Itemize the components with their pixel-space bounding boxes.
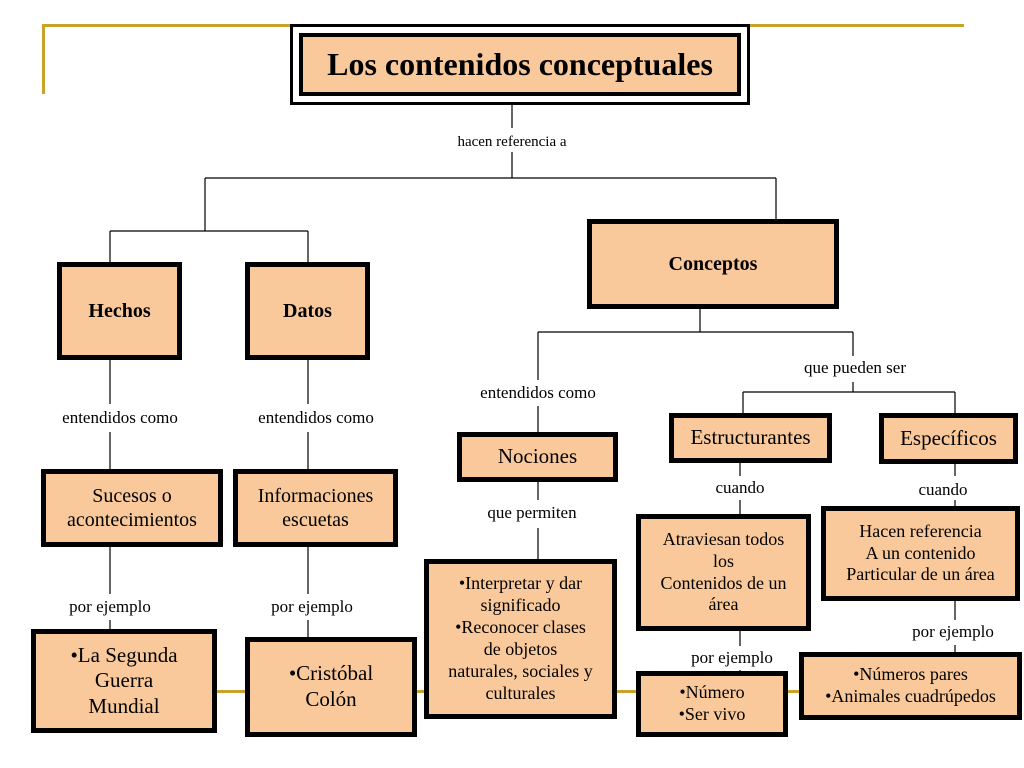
node-nociones-permiten-line-6: culturales: [485, 682, 556, 703]
node-ejemplo-especificos: •Números pares •Animales cuadrúpedos: [799, 652, 1022, 720]
node-informaciones-line-1: Informaciones: [257, 484, 374, 507]
node-sucesos-line-1: Sucesos o: [92, 484, 172, 507]
node-estructurantes: Estructurantes: [669, 413, 832, 463]
node-atraviesan-line-3: Contenidos de un: [660, 572, 787, 593]
node-atraviesan-line-2: los: [712, 550, 734, 571]
link-por-ejemplo-estructurantes: por ejemplo: [690, 648, 774, 668]
link-entendidos-conceptos: entendidos como: [479, 383, 597, 403]
title-box: Los contenidos conceptuales: [290, 24, 750, 105]
link-entendidos-hechos: entendidos como: [61, 408, 179, 428]
node-ejemplo-estructurantes: •Número •Ser vivo: [636, 671, 788, 737]
node-datos-label: Datos: [283, 299, 332, 322]
node-nociones-permiten-line-3: •Reconocer clases: [455, 617, 586, 638]
node-conceptos-label: Conceptos: [668, 252, 758, 275]
node-nociones-permiten-line-1: •Interpretar y dar: [458, 573, 583, 594]
title-inner: Los contenidos conceptuales: [299, 33, 741, 96]
node-hechos-label: Hechos: [88, 299, 151, 322]
node-nociones-permiten: •Interpretar y dar significado •Reconoce…: [424, 559, 617, 719]
link-hacen-referencia: hacen referencia a: [456, 134, 568, 151]
node-ejemplo-estructurantes-line-1: •Número: [679, 682, 745, 703]
node-sucesos: Sucesos o acontecimientos: [41, 469, 223, 547]
node-ejemplo-estructurantes-line-2: •Ser vivo: [678, 704, 746, 724]
node-ejemplo-datos-line-1: •Cristóbal: [288, 661, 374, 686]
node-informaciones: Informaciones escuetas: [233, 469, 398, 547]
link-cuando-estructurantes: cuando: [714, 478, 766, 498]
node-ejemplo-hechos: •La Segunda Guerra Mundial: [31, 629, 217, 733]
node-especificos: Específicos: [879, 413, 1018, 464]
link-por-ejemplo-especificos: por ejemplo: [911, 622, 995, 642]
node-nociones-permiten-line-5: naturales, sociales y: [448, 660, 593, 681]
decorative-left-line: [42, 24, 45, 94]
node-datos: Datos: [245, 262, 370, 360]
node-especificos-label: Específicos: [900, 425, 997, 450]
node-atraviesan-line-1: Atraviesan todos: [662, 528, 785, 549]
link-entendidos-datos: entendidos como: [257, 408, 375, 428]
node-hechos: Hechos: [57, 262, 182, 360]
node-hacen-referencia-line-2: A un contenido: [865, 542, 976, 563]
link-que-permiten: que permiten: [486, 503, 578, 523]
node-sucesos-line-2: acontecimientos: [67, 509, 197, 531]
node-conceptos: Conceptos: [587, 219, 839, 309]
node-informaciones-line-2: escuetas: [282, 509, 349, 531]
node-ejemplo-hechos-line-3: Mundial: [88, 693, 160, 718]
node-ejemplo-hechos-line-1: •La Segunda: [70, 642, 178, 667]
node-atraviesan-line-4: área: [708, 594, 739, 615]
node-hacen-referencia-contenido: Hacen referencia A un contenido Particul…: [821, 506, 1020, 601]
link-por-ejemplo-hechos: por ejemplo: [68, 597, 152, 617]
node-ejemplo-especificos-line-2: •Animales cuadrúpedos: [825, 686, 996, 706]
node-ejemplo-hechos-line-2: Guerra: [94, 668, 154, 693]
node-nociones-permiten-line-4: de objetos: [483, 639, 558, 659]
node-estructurantes-label: Estructurantes: [690, 425, 811, 450]
link-que-pueden-ser: que pueden ser: [803, 358, 907, 378]
node-hacen-referencia-line-3: Particular de un área: [846, 564, 995, 585]
node-nociones: Nociones: [457, 432, 618, 482]
link-cuando-especificos: cuando: [917, 480, 969, 500]
node-ejemplo-datos: •Cristóbal Colón: [245, 637, 417, 737]
node-hacen-referencia-line-1: Hacen referencia: [859, 520, 982, 541]
node-nociones-label: Nociones: [497, 444, 578, 469]
page-title: Los contenidos conceptuales: [327, 46, 713, 82]
link-por-ejemplo-datos: por ejemplo: [270, 597, 354, 617]
node-ejemplo-especificos-line-1: •Números pares: [853, 664, 968, 685]
node-nociones-permiten-line-2: significado: [480, 595, 561, 616]
node-ejemplo-datos-line-2: Colón: [305, 687, 357, 711]
node-atraviesan: Atraviesan todos los Contenidos de un ár…: [636, 514, 811, 631]
